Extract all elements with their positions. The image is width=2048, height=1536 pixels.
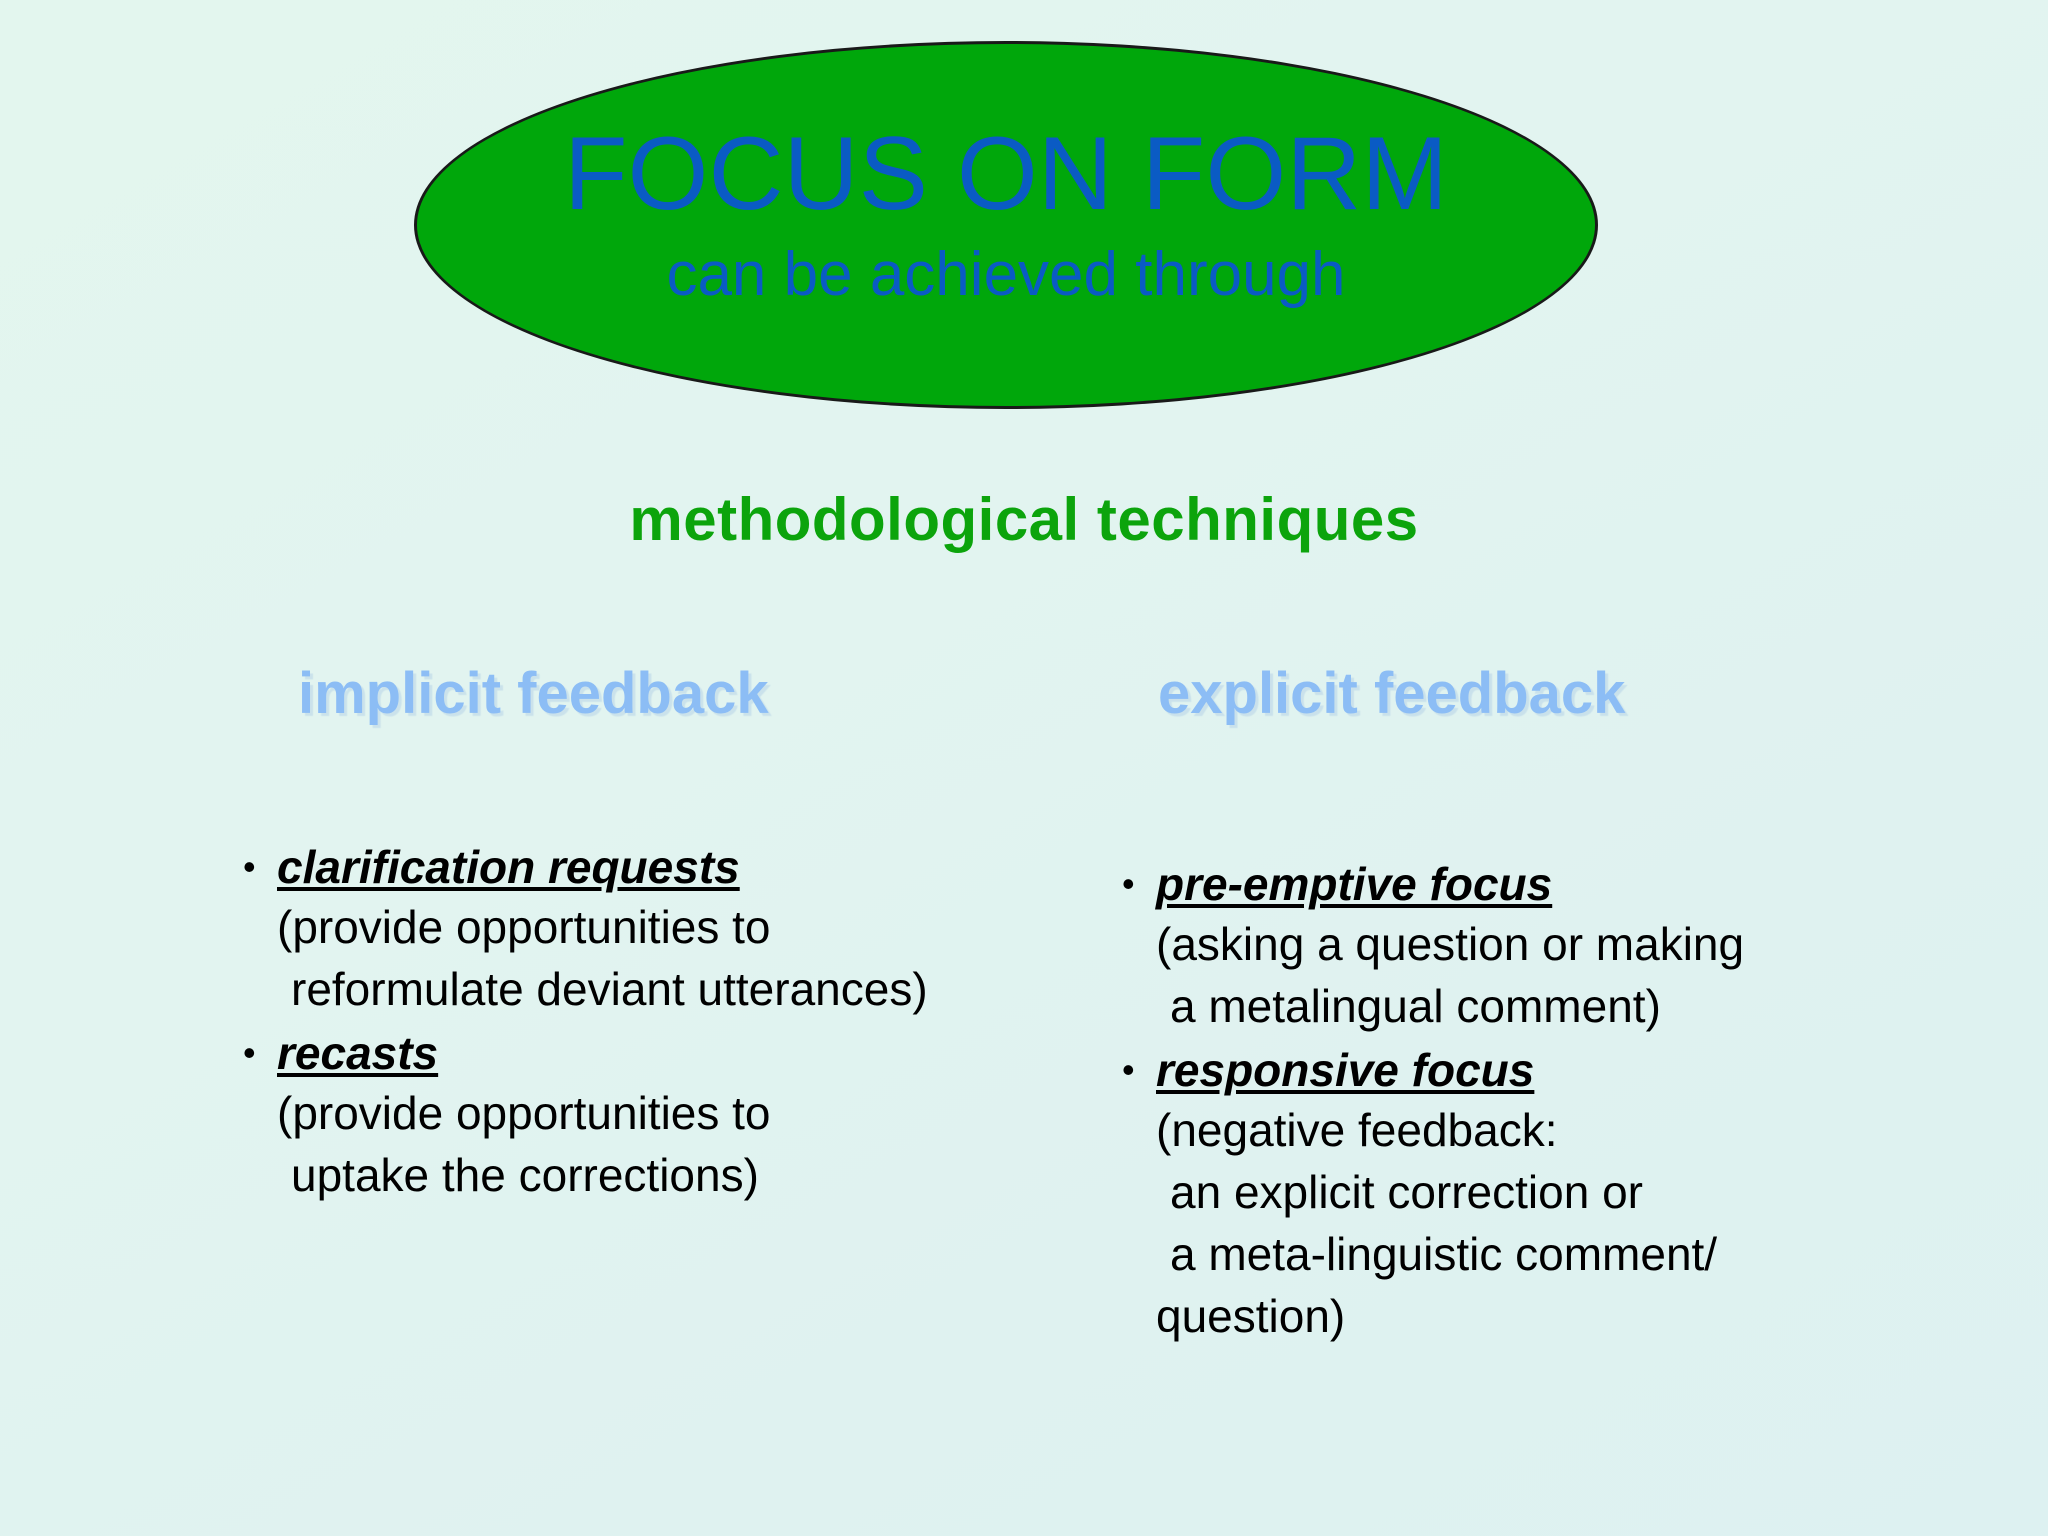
bullet-dot-icon: • <box>243 1032 256 1073</box>
bullet-term-row: • clarification requests <box>243 838 1073 896</box>
column-heading-explicit-feedback: explicit feedback <box>1158 661 1626 726</box>
bullet-term-row: • pre-emptive focus <box>1122 855 1952 913</box>
bullet-term-row: • recasts <box>243 1024 1073 1082</box>
bullet-detail-line: (asking a question or making <box>1156 918 1745 970</box>
list-item: • pre-emptive focus (asking a question o… <box>1122 855 1952 1037</box>
bullet-dot-icon: • <box>243 846 256 887</box>
slide-main-title: FOCUS ON FORM <box>564 116 1448 232</box>
bullet-column-explicit: • pre-emptive focus (asking a question o… <box>1122 855 1952 1351</box>
list-item: • recasts (provide opportunities to upta… <box>243 1024 1073 1206</box>
bullet-detail-line: (provide opportunities to <box>277 1087 771 1139</box>
bullet-detail-line: (provide opportunities to <box>277 901 771 953</box>
bullet-column-implicit: • clarification requests (provide opport… <box>243 838 1073 1210</box>
column-heading-implicit-feedback: implicit feedback <box>298 661 769 726</box>
bullet-detail-line: reformulate deviant utterances) <box>291 963 928 1015</box>
bullet-dot-icon: • <box>1122 863 1135 904</box>
list-item: • responsive focus (negative feedback: a… <box>1122 1041 1952 1347</box>
bullet-term: recasts <box>277 1027 439 1079</box>
bullet-detail-line: uptake the corrections) <box>291 1149 759 1201</box>
bullet-term-row: • responsive focus <box>1122 1041 1952 1099</box>
slide-subtitle: can be achieved through <box>666 240 1346 309</box>
bullet-detail-line: an explicit correction or <box>1170 1166 1643 1218</box>
bullet-detail-line: question) <box>1156 1290 1346 1342</box>
bullet-term: clarification requests <box>277 841 740 893</box>
bullet-detail-line: (negative feedback: <box>1156 1104 1558 1156</box>
section-heading-methodological-techniques: methodological techniques <box>629 486 1419 553</box>
bullet-detail-line: a metalingual comment) <box>1170 980 1661 1032</box>
title-ellipse-shape: FOCUS ON FORM can be achieved through <box>414 41 1598 409</box>
bullet-term: responsive focus <box>1156 1044 1535 1096</box>
list-item: • clarification requests (provide opport… <box>243 838 1073 1020</box>
bullet-term: pre-emptive focus <box>1156 858 1553 910</box>
bullet-dot-icon: • <box>1122 1049 1135 1090</box>
bullet-detail-line: a meta-linguistic comment/ <box>1170 1228 1718 1280</box>
